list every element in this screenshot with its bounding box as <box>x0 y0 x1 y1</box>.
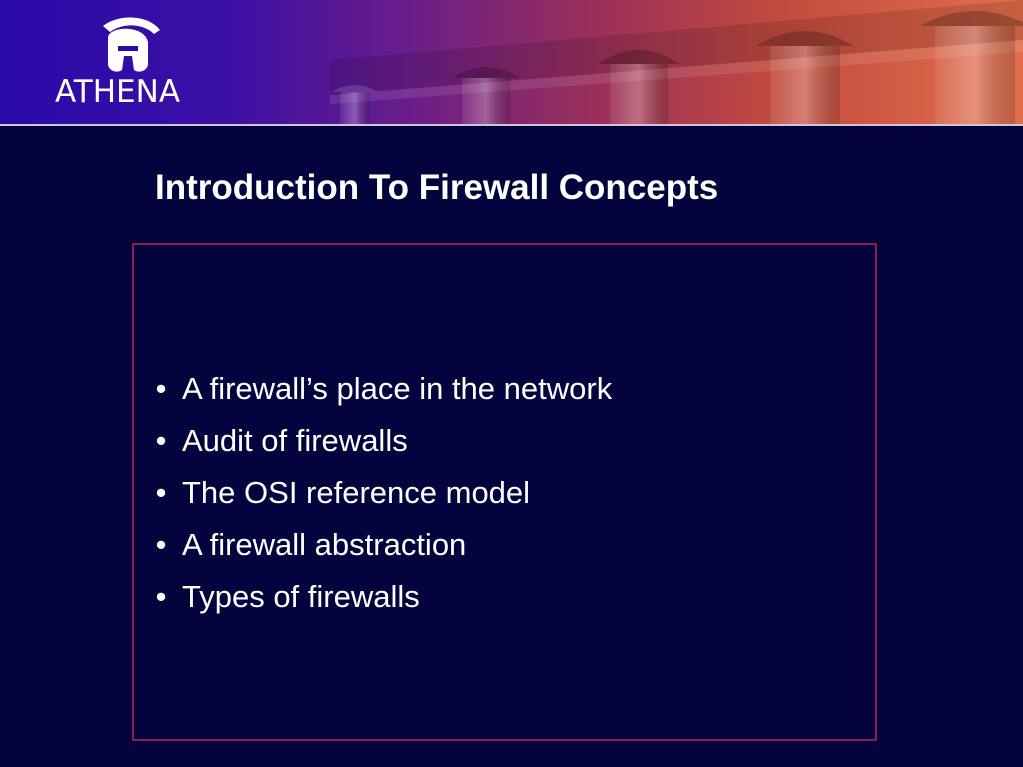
slide-title: Introduction To Firewall Concepts <box>155 168 719 207</box>
bullet-text: A firewall’s place in the network <box>182 371 613 406</box>
content-box <box>132 243 877 741</box>
bullet-list: • A firewall’s place in the network • Audi… <box>140 366 613 626</box>
list-item: • The OSI reference model <box>140 470 612 522</box>
list-item: • Types of firewalls <box>140 574 612 626</box>
bullet-text: A firewall abstraction <box>182 527 467 562</box>
bullet-icon: • <box>155 579 167 614</box>
bullet-icon: • <box>155 371 167 406</box>
brand-name: ATHENA <box>55 74 181 110</box>
list-item: • A firewall’s place in the network <box>140 366 613 418</box>
header-divider <box>0 124 1023 126</box>
bullet-icon: • <box>155 527 167 562</box>
header-banner: ATHENA <box>0 0 1023 124</box>
bullet-text: Types of firewalls <box>182 579 420 614</box>
spartan-helmet-icon <box>103 17 160 72</box>
list-item: • A firewall abstraction <box>140 522 612 574</box>
bullet-icon: • <box>155 475 167 510</box>
list-item: • Audit of firewalls <box>140 418 612 470</box>
bullet-icon: • <box>155 423 167 458</box>
bullet-text: Audit of firewalls <box>182 423 408 458</box>
bullet-text: The OSI reference model <box>182 475 531 510</box>
greek-columns-banner <box>330 0 1023 124</box>
